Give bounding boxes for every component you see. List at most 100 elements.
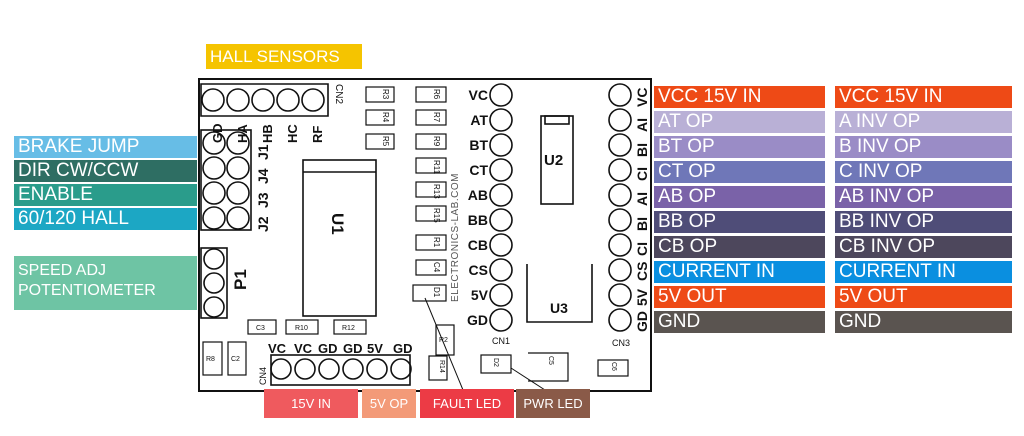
cn4-label: CN4 — [258, 367, 268, 385]
pwr-led-label: PWR LED — [516, 389, 590, 418]
cn3-pin-5v: 5V — [634, 288, 650, 306]
resistors-col2 — [412, 86, 447, 302]
speed-adj-label: SPEED ADJ POTENTIOMETER — [14, 256, 197, 310]
u2-chip — [540, 115, 574, 205]
cn1-pin-bb: BB — [468, 212, 488, 228]
resistor-r5: R5 — [381, 136, 390, 147]
jumper-j1: J1 — [255, 144, 271, 160]
cn1-pin-ct: CT — [469, 162, 488, 178]
u1-label: U1 — [328, 213, 347, 235]
resistor-r13: R13 — [432, 184, 441, 199]
part-r12: R12 — [342, 325, 355, 332]
resistor-r4: R4 — [381, 112, 390, 123]
capacitor-c4: C4 — [432, 262, 441, 273]
cn1-label: CN1 — [492, 336, 510, 346]
p1-label: P1 — [231, 269, 250, 290]
cn3-pin-gd: GD — [634, 311, 650, 332]
cn1-label-bt: BT OP — [654, 136, 825, 158]
cn3-label: CN3 — [612, 338, 630, 348]
part-r2: R2 — [439, 337, 448, 344]
part-d2: D2 — [492, 358, 499, 367]
cn4-pin-gd3: GD — [393, 341, 413, 356]
cn1-label-cb: CB OP — [654, 236, 825, 258]
cn4-pin-5v: 5V — [367, 341, 383, 356]
resistor-r6: R6 — [432, 89, 441, 100]
cn1-label-gnd: GND — [654, 311, 825, 333]
cn3-label-vcc: VCC 15V IN — [835, 86, 1012, 108]
part-c2: C2 — [231, 356, 240, 363]
cn1-label-ab: AB OP — [654, 186, 825, 208]
u3-outline — [526, 264, 593, 323]
resistors-col1 — [365, 86, 395, 150]
cn1-label-bb: BB OP — [654, 211, 825, 233]
cn2-pin-hb: HB — [260, 124, 275, 143]
cn4-pin-vc2: VC — [294, 341, 313, 356]
cn1-label-current: CURRENT IN — [654, 261, 825, 283]
cn4-pin-vc1: VC — [268, 341, 287, 356]
cn3-pin-ai: AI — [634, 118, 650, 132]
cn1-pin-cb: CB — [468, 237, 488, 253]
cn3-pin-bi: BI — [634, 143, 650, 157]
cn2-header — [200, 83, 329, 117]
cn1-pin-vc: VC — [469, 87, 488, 103]
resistor-r15: R15 — [432, 208, 441, 223]
dir-cw-ccw-label: DIR CW/CCW — [14, 160, 197, 182]
part-r8: R8 — [206, 356, 215, 363]
5v-op-label: 5V OP — [362, 389, 416, 418]
cn1-pin-ab: AB — [468, 187, 488, 203]
cn3-pin-vc: VC — [634, 88, 650, 107]
cn3-label-ab-inv: AB INV OP — [835, 186, 1012, 208]
cn1-label-vcc: VCC 15V IN — [654, 86, 825, 108]
part-c5: C5 — [547, 356, 554, 365]
jumper-j3: J3 — [255, 192, 271, 208]
cn1-pin-gd: GD — [467, 312, 488, 328]
hall-60-120-label: 60/120 HALL — [14, 208, 197, 230]
cn1-pin-bt: BT — [469, 137, 488, 153]
cn3-label-bb-inv: BB INV OP — [835, 211, 1012, 233]
cn3-pin-bi2: BI — [634, 217, 650, 231]
cn3-label-a-inv: A INV OP — [835, 111, 1012, 133]
cn2-label: CN2 — [333, 84, 344, 104]
cn2-pin-rf: RF — [310, 126, 325, 143]
cn3-label-b-inv: B INV OP — [835, 136, 1012, 158]
cn3-pin-ci: CI — [634, 167, 650, 181]
resistor-r9: R9 — [432, 136, 441, 147]
part-c3: C3 — [256, 325, 265, 332]
cn3-header — [608, 83, 632, 332]
speed-adj-line1: SPEED ADJ — [18, 262, 107, 279]
15v-in-label: 15V IN — [264, 389, 358, 418]
cn4-pin-gd1: GD — [318, 341, 338, 356]
cn1-label-5v: 5V OUT — [654, 286, 825, 308]
cn1-header — [489, 83, 513, 332]
cn1-label-at: AT OP — [654, 111, 825, 133]
cn1-pin-5v: 5V — [471, 287, 489, 303]
enable-label: ENABLE — [14, 184, 197, 206]
cn3-pin-ai2: AI — [634, 192, 650, 206]
cn4-pin-gd2: GD — [343, 341, 363, 356]
diode-d1: D1 — [432, 287, 441, 298]
cn3-label-current: CURRENT IN — [835, 261, 1012, 283]
watermark: ELECTRONICS-LAB.COM — [450, 173, 461, 302]
cn1-label-ct: CT OP — [654, 161, 825, 183]
resistor-r1: R1 — [432, 237, 441, 248]
cn1-pin-at: AT — [470, 112, 488, 128]
cn2-pin-hc: HC — [285, 124, 300, 143]
part-r10: R10 — [295, 325, 308, 332]
cn4-header — [270, 354, 412, 386]
cn3-pin-ci2: CI — [634, 242, 650, 256]
cn3-label-5v: 5V OUT — [835, 286, 1012, 308]
cn1-pin-cs: CS — [469, 262, 488, 278]
cn3-label-c-inv: C INV OP — [835, 161, 1012, 183]
cn3-label-gnd: GND — [835, 311, 1012, 333]
led-leader-lines — [424, 297, 546, 391]
jumper-j2: J2 — [255, 216, 271, 232]
bottom-left-parts — [202, 319, 629, 382]
u2-label: U2 — [544, 152, 563, 169]
speed-adj-line2: POTENTIOMETER — [18, 282, 156, 299]
cn3-label-cb-inv: CB INV OP — [835, 236, 1012, 258]
jumper-header — [200, 129, 252, 231]
resistor-r7: R7 — [432, 112, 441, 123]
brake-jump-label: BRAKE JUMP — [14, 136, 197, 158]
fault-led-label: FAULT LED — [420, 389, 514, 418]
